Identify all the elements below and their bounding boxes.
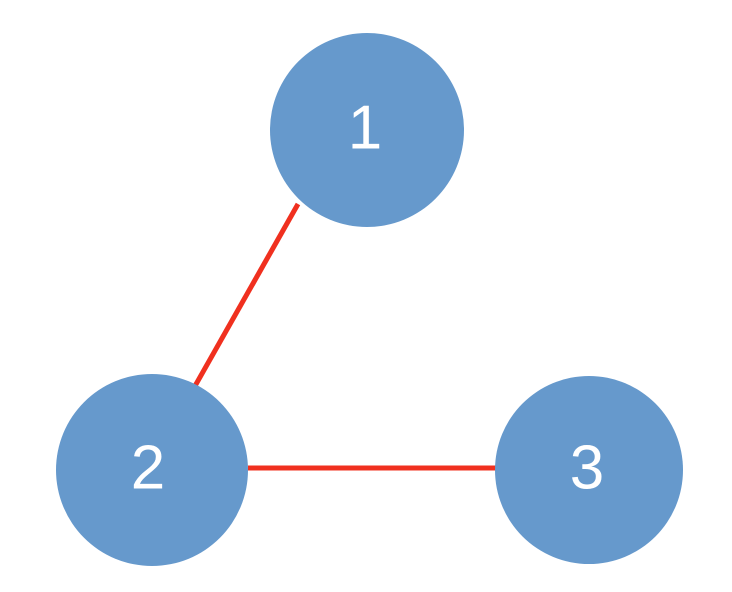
node-2-circle[interactable] [56,374,248,566]
node-2[interactable]: 2 [56,374,248,566]
node-1[interactable]: 1 [270,33,464,227]
node-2-label: 2 [131,433,165,502]
edge-2-1[interactable] [192,202,301,388]
edge-layer [192,202,496,471]
node-1-label: 1 [348,93,382,162]
node-3-circle[interactable] [495,376,683,564]
node-1-circle[interactable] [270,33,464,227]
node-3[interactable]: 3 [495,376,683,564]
node-3-label: 3 [570,433,604,502]
node-layer: 1 2 3 [56,33,683,566]
